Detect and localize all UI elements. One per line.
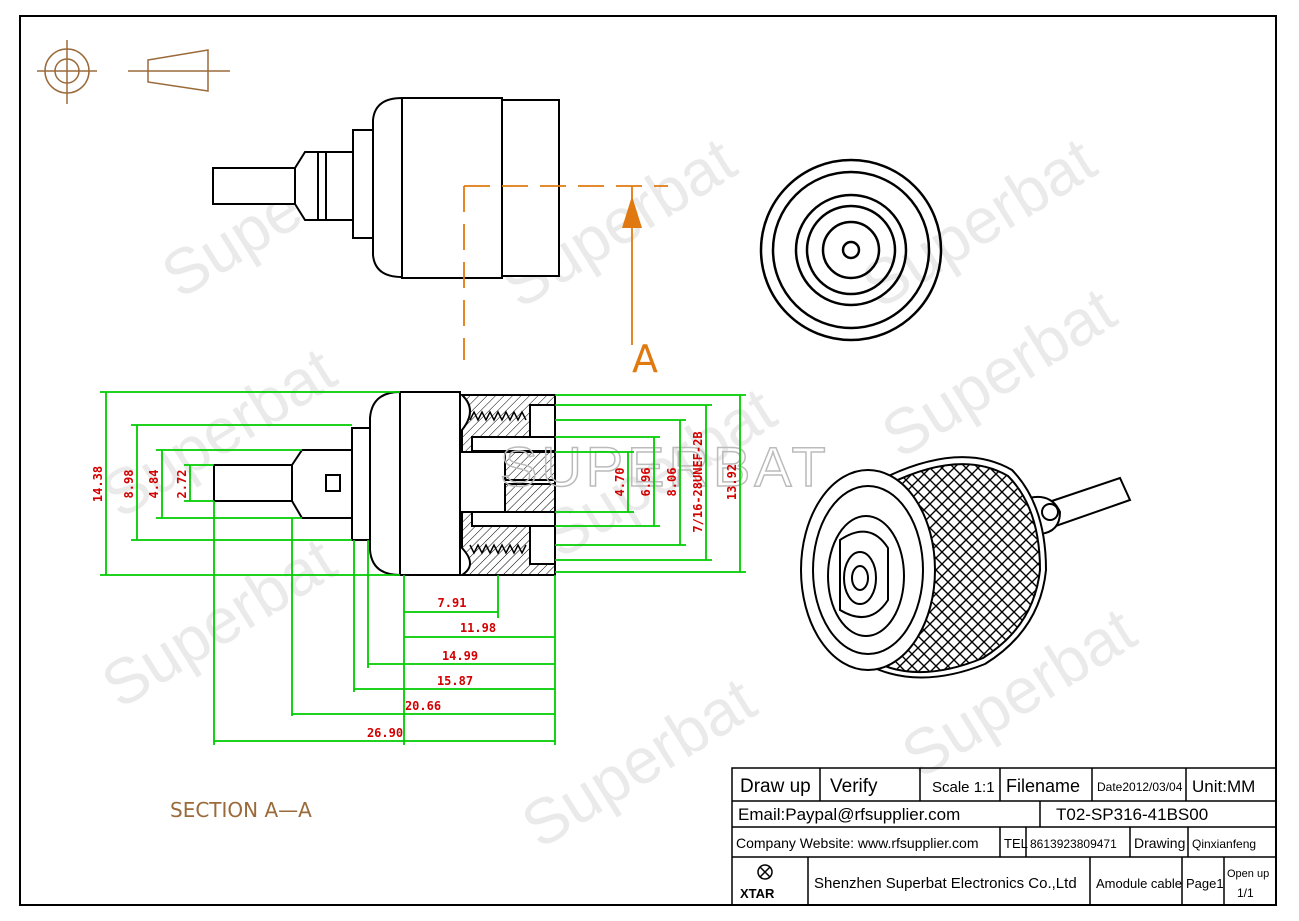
tb-drawing-label: Drawing	[1134, 835, 1185, 851]
dimension-labels: 14.38 8.98 4.84 2.72 4.70 6.96 8.06 7/16…	[91, 431, 739, 740]
tb-company: Shenzhen Superbat Electronics Co.,Ltd	[814, 875, 1077, 892]
section-marker: A	[632, 337, 658, 381]
dim-13-92: 13.92	[725, 464, 739, 500]
section-cut-line	[463, 185, 668, 360]
drawing-frame	[19, 15, 1277, 906]
tb-filename-label: Filename	[1006, 776, 1080, 796]
dim-26-90: 26.90	[367, 726, 403, 740]
dim-8-98: 8.98	[122, 470, 136, 499]
tb-scale: Scale 1:1	[932, 779, 995, 796]
dim-6-96: 6.96	[639, 468, 653, 497]
tb-email: Email:Paypal@rfsupplier.com	[738, 805, 960, 824]
dim-4-70: 4.70	[613, 468, 627, 497]
side-view-top	[212, 96, 560, 279]
watermark: Superbat	[89, 523, 348, 722]
dim-20-66: 20.66	[405, 699, 441, 713]
dim-8-06: 8.06	[665, 468, 679, 497]
dimension-lines	[100, 391, 746, 745]
tb-filename: T02-SP316-41BS00	[1056, 805, 1208, 824]
dim-14-99: 14.99	[442, 649, 478, 663]
dim-thread: 7/16-28UNEF-2B	[691, 431, 705, 532]
front-view	[759, 158, 943, 342]
tb-logo-text: XTAR	[740, 886, 775, 901]
tb-tel: 8613923809471	[1030, 837, 1117, 851]
tb-open-up-count: 1/1	[1237, 886, 1254, 900]
dim-11-98: 11.98	[460, 621, 496, 635]
tb-website: Company Website: www.rfsupplier.com	[736, 835, 979, 851]
dim-15-87: 15.87	[437, 674, 473, 688]
title-block-text: Draw up Verify Scale 1:1 Filename Date20…	[736, 776, 1269, 901]
tb-date: Date2012/03/04	[1097, 780, 1183, 794]
dim-7-91: 7.91	[438, 596, 467, 610]
watermark: Superbat	[509, 663, 768, 862]
section-label: SECTION A—A	[170, 798, 312, 822]
tb-open-up: Open up	[1227, 868, 1269, 880]
thread-profile	[469, 410, 527, 555]
tb-unit: Unit:MM	[1192, 777, 1255, 796]
tb-tel-label: TEL	[1004, 836, 1028, 851]
xtar-logo	[757, 864, 773, 880]
tb-verify: Verify	[830, 776, 878, 797]
dim-14-38: 14.38	[91, 466, 105, 502]
tb-drafter: Qinxianfeng	[1192, 837, 1256, 851]
tb-page: Page1	[1186, 876, 1224, 891]
center-watermark: SUPERBAT	[500, 435, 830, 498]
title-block	[731, 767, 1277, 906]
dim-4-84: 4.84	[147, 470, 161, 499]
dim-2-72: 2.72	[175, 470, 189, 499]
tb-product: Amodule cable	[1096, 876, 1182, 891]
connector-3d-view	[800, 456, 1132, 679]
section-view	[213, 390, 556, 577]
projection-symbol	[37, 40, 230, 104]
tb-draw-up: Draw up	[740, 776, 811, 797]
